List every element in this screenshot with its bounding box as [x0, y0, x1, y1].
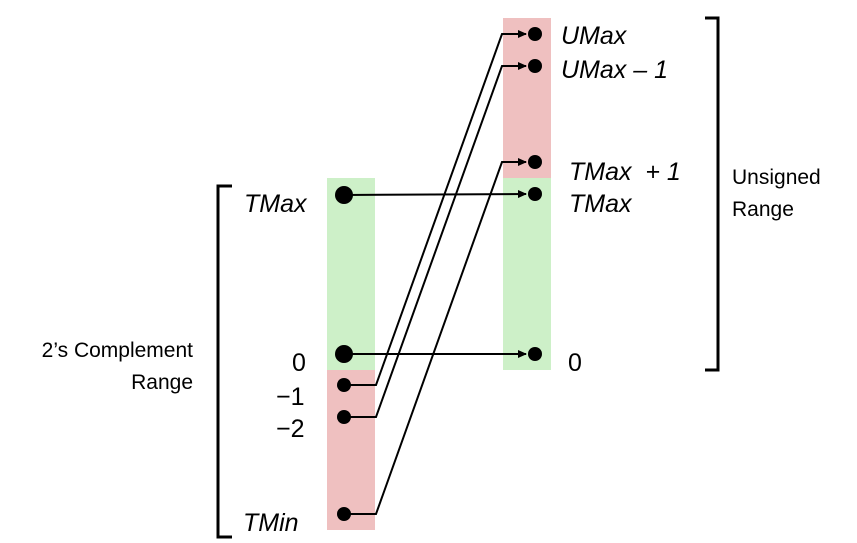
left-tmin-label: TMin: [243, 509, 299, 537]
right-tmax-plus-one-label: TMax + 1: [569, 158, 681, 186]
right-umax-label: UMax: [561, 22, 628, 50]
map-neg-one-to-umax: [344, 30, 527, 386]
left-zero-point: [335, 345, 353, 363]
left-bracket: [216, 184, 232, 539]
map-neg-two-to-umax-minus-one: [344, 62, 527, 418]
right-bracket: [705, 16, 720, 372]
right-zero-label: 0: [568, 349, 582, 377]
left-neg-one-point: [337, 378, 351, 392]
right-caption-line1: Unsigned: [732, 166, 821, 189]
map-tmin-to-tmax-plus-one: [344, 158, 527, 515]
map-tmax-to-tmax: [343, 190, 527, 199]
left-caption-line2: Range: [131, 371, 193, 394]
left-tmax-point: [335, 186, 353, 204]
right-umax-minus-one-label: UMax – 1: [561, 56, 668, 84]
right-umax-minus-one-point: [528, 59, 542, 73]
right-caption-line2: Range: [732, 198, 794, 221]
left-neg-two-point: [337, 410, 351, 424]
right-lower-band: [503, 178, 551, 370]
right-zero-point: [528, 347, 542, 361]
left-caption-line1: 2’s Complement: [42, 339, 194, 362]
left-neg-two-label: −2: [276, 415, 305, 443]
right-tmax-plus-one-point: [528, 155, 542, 169]
right-tmax-label: TMax: [569, 190, 633, 218]
left-neg-one-label: −1: [276, 383, 305, 411]
left-tmax-label: TMax: [244, 190, 308, 218]
right-upper-band: [503, 18, 551, 178]
right-umax-point: [528, 27, 542, 41]
left-negative-band: [327, 370, 375, 530]
right-tmax-point: [528, 187, 542, 201]
left-tmin-point: [337, 507, 351, 521]
left-nonnegative-band: [327, 178, 375, 370]
left-zero-label: 0: [292, 349, 306, 377]
